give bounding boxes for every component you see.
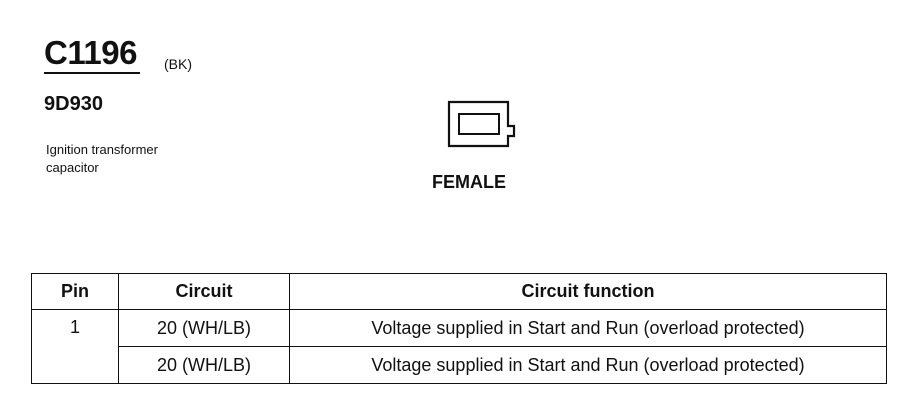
color-code: (BK) — [164, 56, 192, 72]
gender-label: FEMALE — [432, 172, 506, 192]
connector-face-icon — [447, 100, 516, 148]
connector-id-underline — [44, 72, 140, 74]
description-line-1: Ignition transformer — [46, 142, 158, 157]
function-cell: Voltage supplied in Start and Run (overl… — [289, 346, 887, 384]
function-cell: Voltage supplied in Start and Run (overl… — [289, 309, 887, 347]
pin-table: Pin Circuit Circuit function 1 20 (WH/LB… — [31, 273, 887, 384]
description-line-2: capacitor — [46, 160, 99, 175]
header-circuit-function: Circuit function — [289, 273, 887, 310]
circuit-cell: 20 (WH/LB) — [118, 346, 290, 384]
connector-id: C1196 — [44, 34, 137, 71]
table-row: 20 (WH/LB) Voltage supplied in Start and… — [32, 346, 887, 384]
circuit-cell: 20 (WH/LB) — [118, 309, 290, 347]
table-header-row: Pin Circuit Circuit function — [31, 273, 887, 310]
pin-cell: 1 — [31, 309, 119, 384]
header-pin: Pin — [31, 273, 119, 310]
header-circuit: Circuit — [118, 273, 290, 310]
table-row: 1 20 (WH/LB) Voltage supplied in Start a… — [31, 309, 887, 384]
part-number: 9D930 — [44, 93, 103, 115]
connector-description: Ignition transformer capacitor — [46, 141, 216, 177]
